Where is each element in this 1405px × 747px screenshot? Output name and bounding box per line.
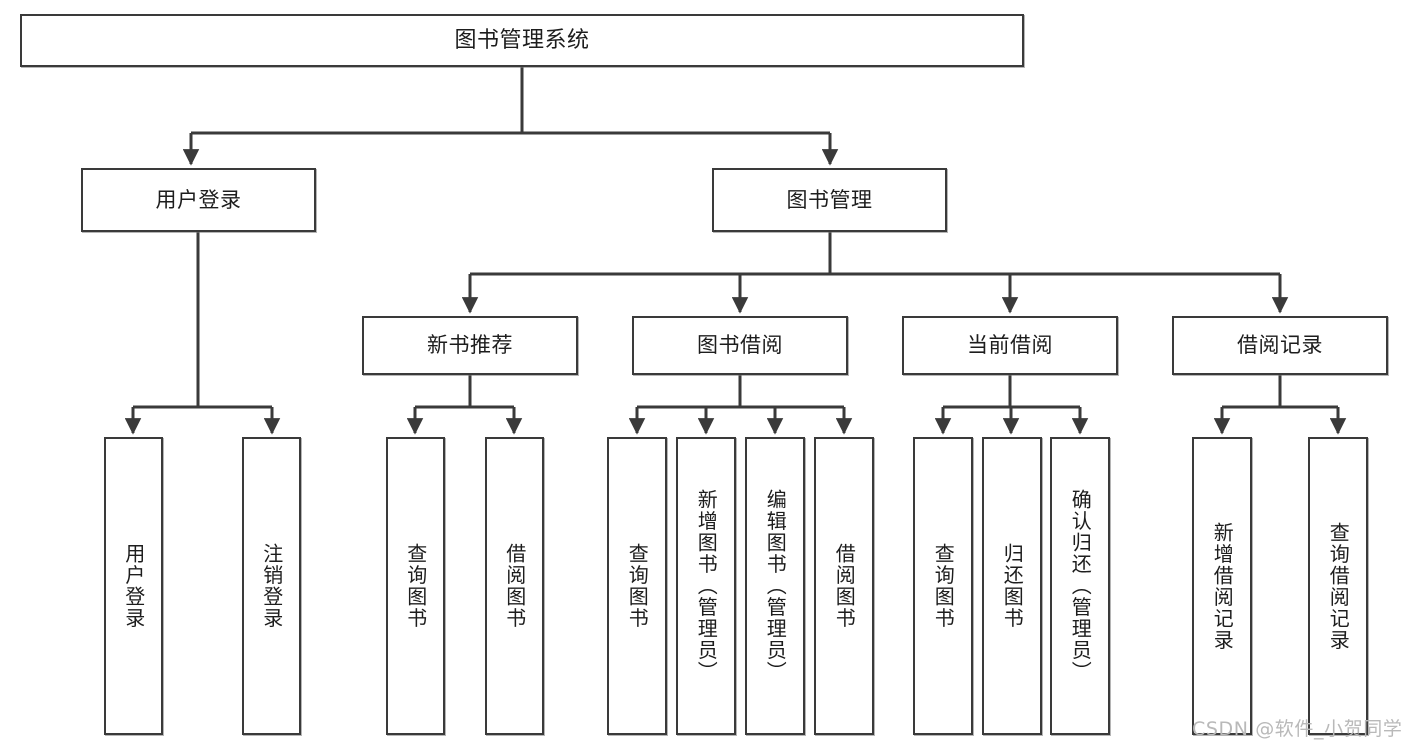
node-label: 查询借阅记录	[1326, 521, 1351, 651]
node-label: 注销登录	[259, 543, 284, 629]
node-label: 查询图书	[931, 543, 956, 629]
leaf-record-query[interactable]: 查询借阅记录	[1308, 437, 1368, 735]
node-label: 新增图书（管理员）	[694, 489, 719, 683]
node-new-book-recommend[interactable]: 新书推荐	[362, 316, 578, 375]
node-root-system[interactable]: 图书管理系统	[20, 14, 1024, 67]
leaf-current-query-book[interactable]: 查询图书	[913, 437, 973, 735]
leaf-borrow-borrow-book[interactable]: 借阅图书	[814, 437, 874, 735]
watermark: CSDN @软件_小贺同学	[1192, 718, 1403, 740]
leaf-current-return-book[interactable]: 归还图书	[982, 437, 1042, 735]
node-label: 借阅图书	[832, 543, 857, 629]
node-label: 借阅记录	[1237, 333, 1323, 358]
node-label: 编辑图书（管理员）	[763, 489, 788, 683]
leaf-borrow-add-book[interactable]: 新增图书（管理员）	[676, 437, 736, 735]
node-label: 新增借阅记录	[1210, 521, 1235, 651]
node-label: 确认归还（管理员）	[1068, 489, 1093, 683]
node-label: 当前借阅	[967, 333, 1053, 358]
node-label: 图书管理	[786, 187, 873, 212]
node-current-borrow[interactable]: 当前借阅	[902, 316, 1118, 375]
leaf-new-book-borrow[interactable]: 借阅图书	[485, 437, 544, 735]
node-label: 查询图书	[403, 543, 428, 629]
leaf-borrow-edit-book[interactable]: 编辑图书（管理员）	[745, 437, 805, 735]
node-label: 归还图书	[1000, 543, 1025, 629]
node-user-login[interactable]: 用户登录	[81, 168, 316, 232]
node-book-manage[interactable]: 图书管理	[712, 168, 947, 232]
leaf-new-book-query[interactable]: 查询图书	[386, 437, 445, 735]
node-label: 图书借阅	[697, 333, 783, 358]
leaf-logout[interactable]: 注销登录	[242, 437, 301, 735]
leaf-current-confirm-return[interactable]: 确认归还（管理员）	[1050, 437, 1110, 735]
node-borrow-record[interactable]: 借阅记录	[1172, 316, 1388, 375]
node-book-borrow[interactable]: 图书借阅	[632, 316, 848, 375]
node-label: 用户登录	[121, 543, 146, 629]
leaf-borrow-query-book[interactable]: 查询图书	[607, 437, 667, 735]
node-label: 查询图书	[625, 543, 650, 629]
leaf-record-add[interactable]: 新增借阅记录	[1192, 437, 1252, 735]
node-label: 图书管理系统	[454, 27, 590, 53]
leaf-user-login[interactable]: 用户登录	[104, 437, 163, 735]
node-label: 新书推荐	[427, 333, 513, 358]
node-label: 用户登录	[155, 187, 242, 212]
node-label: 借阅图书	[502, 543, 527, 629]
